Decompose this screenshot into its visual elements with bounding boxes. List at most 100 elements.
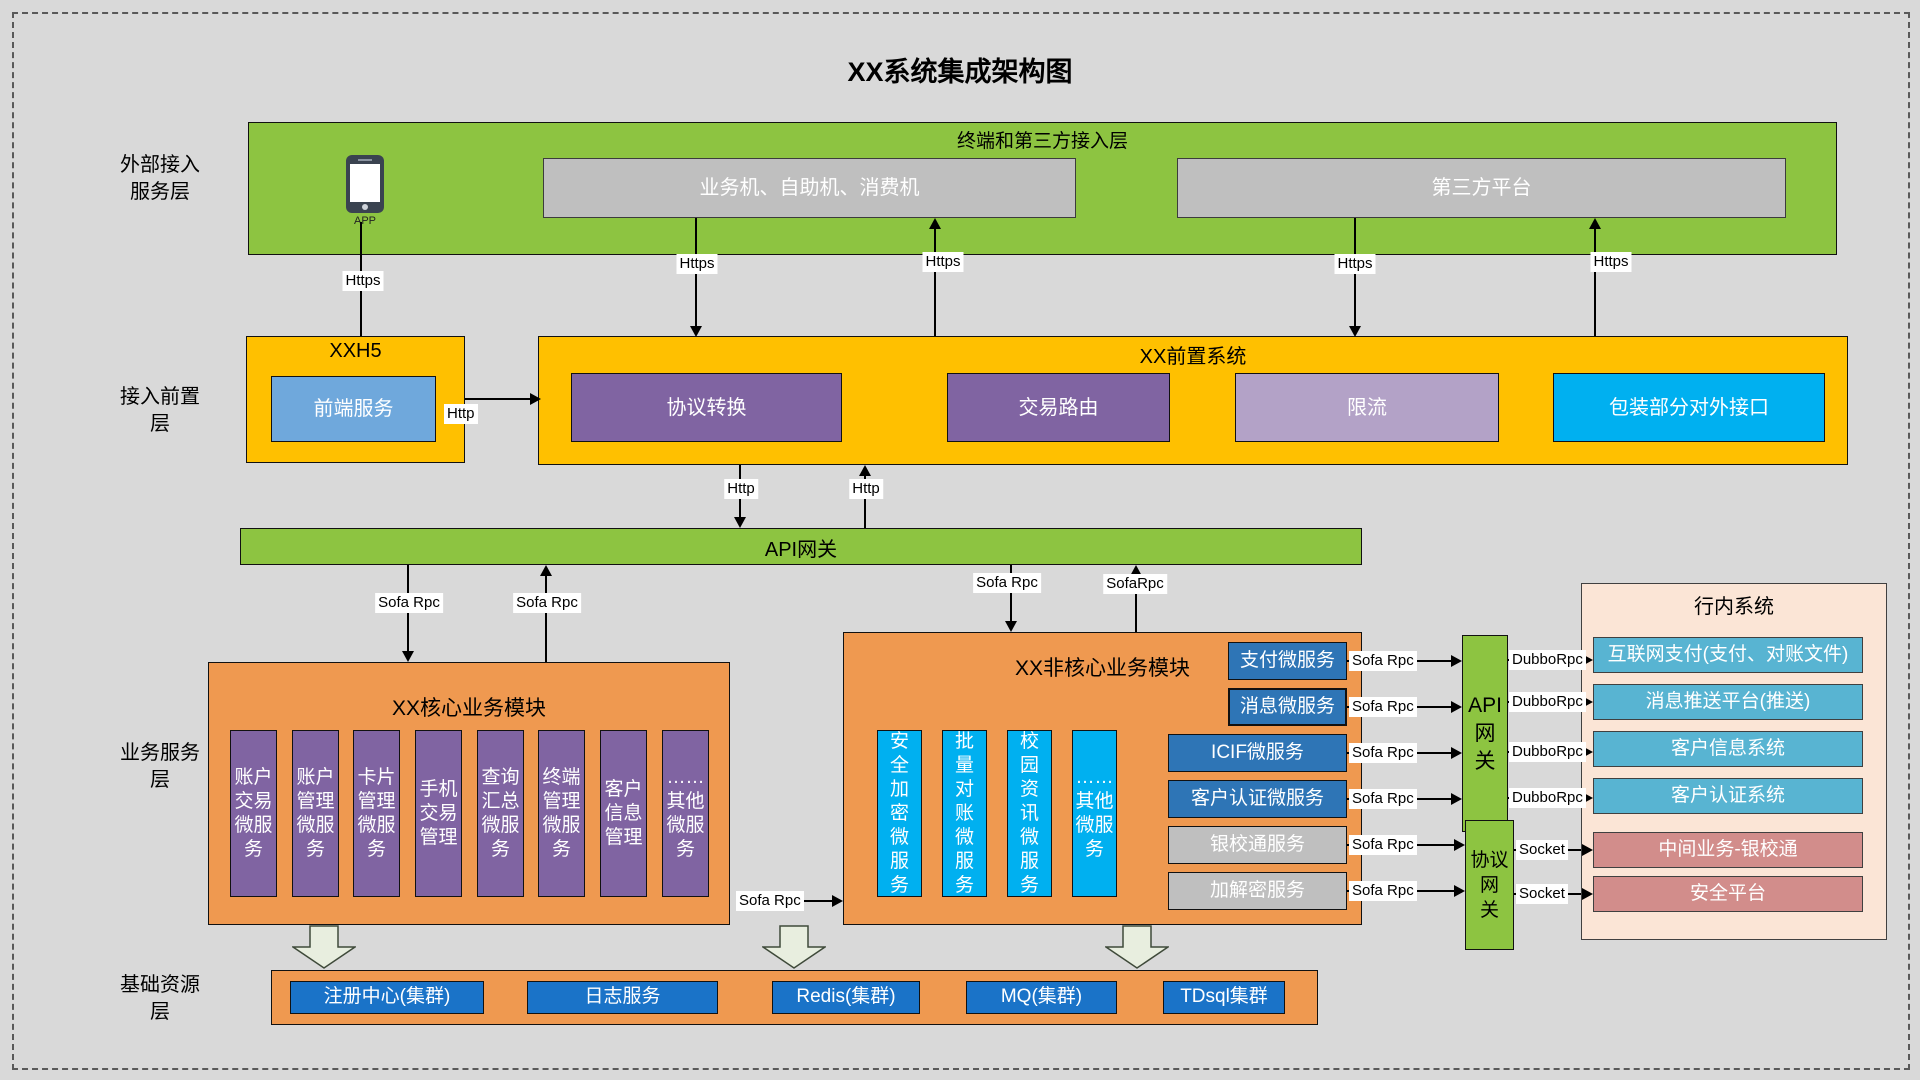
message-service-box: 消息微服务 [1228,688,1347,726]
http-label: Http [849,479,883,499]
block-arrow-down [292,925,356,969]
arrowhead-up [1589,218,1601,229]
noncore-v-service-box: 批量对账微服务 [942,730,987,897]
socket-label: Socket [1516,840,1568,860]
crypto-service-box: 加解密服务 [1168,872,1347,910]
http-label: Http [724,479,758,499]
middle-business-box: 中间业务-银校通 [1593,832,1863,868]
sofa-rpc-label: Sofa Rpc [736,891,804,911]
arrowhead-right [832,895,843,907]
arrowhead-up [1130,565,1142,576]
connector-line [465,398,531,400]
tdsql-cluster-box: TDsql集群 [1163,981,1285,1014]
arrowhead-right [1582,844,1593,856]
core-service-box: 卡片管理微服务 [353,730,400,897]
registry-center-box: 注册中心(集群) [290,981,484,1014]
arrowhead-right [1582,654,1593,666]
core-service-box: 终端管理微服务 [538,730,585,897]
layer-label-base-resource: 基础资源 层 [120,974,200,1023]
https-label: Https [342,271,384,291]
xxh5-label: XXH5 [329,340,382,362]
noncore-v-service-box: ……其他微服务 [1072,730,1117,897]
core-service-box: 手机交易管理 [415,730,462,897]
mq-cluster-box: MQ(集群) [966,981,1117,1014]
noncore-v-service-box: 校园资讯微服务 [1007,730,1052,897]
core-service-box: 账户管理微服务 [292,730,339,897]
arrowhead-right [1582,746,1593,758]
connector-line [1594,228,1596,337]
sofa-rpc-label: SofaRpc [1103,574,1167,594]
layer-label-business-service: 业务服务 层 [120,742,200,791]
core-service-box: 查询汇总微服务 [477,730,524,897]
connector-line [934,228,936,337]
connector-line [1135,575,1137,632]
wrap-api-box: 包装部分对外接口 [1553,373,1825,442]
layer-label-external-access: 外部接入 服务层 [120,154,200,203]
core-module-label: XX核心业务模块 [391,697,546,720]
arrowhead-right [1582,792,1593,804]
https-label: Https [1334,254,1376,274]
sofa-rpc-label: Sofa Rpc [375,593,443,613]
arrowhead-up [859,465,871,476]
sofa-rpc-label: Sofa Rpc [1349,881,1417,901]
sofa-rpc-label: Sofa Rpc [973,573,1041,593]
internet-payment-box: 互联网支付(支付、对账文件) [1593,637,1863,673]
core-service-box: ……其他微服务 [662,730,709,897]
arrowhead-right [1582,696,1593,708]
app-phone-icon [346,155,384,213]
https-label: Https [676,254,718,274]
noncore-v-service-box: 安全加密微服务 [877,730,922,897]
trade-route-box: 交易路由 [947,373,1170,442]
arrowhead-up [929,218,941,229]
connector-line [864,475,866,528]
dashed-border [12,12,1910,1070]
dubbo-rpc-label: DubboRpc [1509,742,1586,762]
connector-line [800,900,834,902]
app-label: APP [353,215,376,227]
api-gateway-vertical-box: API 网 关 [1462,635,1508,832]
protocol-gateway-vertical-box: 协议 网 关 [1465,820,1514,950]
business-terminals-box: 业务机、自助机、消费机 [543,158,1076,218]
message-push-box: 消息推送平台(推送) [1593,684,1863,720]
sofa-rpc-label: Sofa Rpc [1349,651,1417,671]
front-service-box: 前端服务 [271,376,436,442]
internal-systems-label: 行内系统 [1694,596,1774,618]
dubbo-rpc-label: DubboRpc [1509,650,1586,670]
arrowhead-down [402,651,414,662]
third-party-box: 第三方平台 [1177,158,1786,218]
dubbo-rpc-label: DubboRpc [1509,788,1586,808]
connector-line [545,575,547,662]
arrowhead-right [1451,701,1462,713]
customer-auth-system-box: 客户认证系统 [1593,778,1863,814]
block-arrow-down [1105,925,1169,969]
sofa-rpc-label: Sofa Rpc [1349,789,1417,809]
socket-label: Socket [1516,884,1568,904]
sofa-rpc-label: Sofa Rpc [1349,743,1417,763]
redis-cluster-box: Redis(集群) [772,981,920,1014]
https-label: Https [1590,252,1632,272]
http-label: Http [444,404,478,424]
icif-service-box: ICIF微服务 [1168,734,1347,772]
phone-speaker [358,159,372,161]
noncore-module-label: XX非核心业务模块 [1014,657,1190,680]
sofa-rpc-label: Sofa Rpc [1349,835,1417,855]
connector-line [1010,565,1012,623]
core-service-box: 客户信息管理 [600,730,647,897]
arrowhead-right [1451,655,1462,667]
block-arrow-down [762,925,826,969]
page-title: XX系统集成架构图 [847,57,1073,87]
customer-info-system-box: 客户信息系统 [1593,731,1863,767]
arrowhead-right [530,393,541,405]
protocol-convert-box: 协议转换 [571,373,842,442]
arrowhead-right [1451,793,1462,805]
customer-auth-service-box: 客户认证微服务 [1168,780,1347,818]
log-service-box: 日志服务 [527,981,718,1014]
arrowhead-down [734,517,746,528]
core-service-box: 账户交易微服务 [230,730,277,897]
layer-label-front-access: 接入前置 层 [120,386,200,435]
sofa-rpc-label: Sofa Rpc [513,593,581,613]
arrowhead-right [1451,747,1462,759]
arrowhead-right [1454,839,1465,851]
payment-service-box: 支付微服务 [1228,642,1347,680]
